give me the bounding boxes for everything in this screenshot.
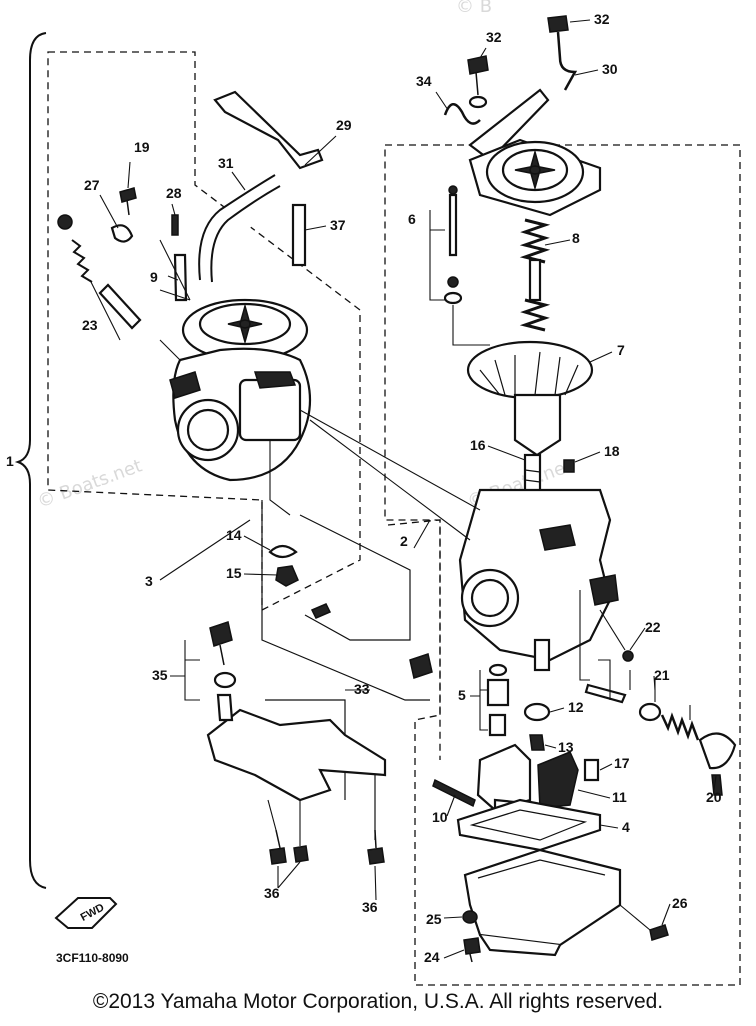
callout-5: 5 [458, 687, 466, 703]
callout-17: 17 [614, 755, 630, 771]
needle-6 [448, 193, 458, 257]
screw-18 [563, 459, 575, 473]
callout-23: 23 [82, 317, 98, 333]
callout-36b: 36 [362, 899, 378, 915]
bolt-32b [547, 15, 569, 33]
assembly-bracket [14, 32, 47, 889]
screw-32a [467, 55, 489, 96]
screw-13 [529, 734, 545, 751]
group-outline-sub [387, 519, 441, 760]
bracket-assembly [206, 708, 387, 802]
callout-37: 37 [330, 217, 346, 233]
callout-27: 27 [84, 177, 100, 193]
nut-15 [275, 565, 299, 587]
plunger-23 [98, 283, 142, 330]
cable-30 [556, 31, 578, 91]
callout-33: 33 [354, 681, 370, 697]
screw-36a [269, 829, 287, 865]
group-outline-left-carb [47, 51, 361, 612]
callout-34: 34 [416, 73, 432, 89]
needle-9 [173, 253, 188, 302]
diaphragm-7 [466, 340, 594, 457]
cable-29 [213, 90, 324, 170]
screw-36c [367, 829, 385, 865]
cap-22 [622, 650, 634, 662]
callout-3: 3 [145, 573, 153, 589]
watermark: © B [456, 0, 492, 17]
callout-12: 12 [568, 699, 584, 715]
group-line-33 [261, 500, 430, 701]
callout-30: 30 [602, 61, 618, 77]
callout-24: 24 [424, 949, 440, 965]
callout-19: 19 [134, 139, 150, 155]
callout-28: 28 [166, 185, 182, 201]
screw-36b [293, 845, 309, 863]
exploded-parts-diagram: © Boats.net © Boats.net © B [6, 0, 741, 986]
screw-35 [209, 621, 233, 666]
callout-16: 16 [470, 437, 486, 453]
spring-21 [660, 712, 700, 741]
callout-36a: 36 [264, 885, 280, 901]
spring-33 [409, 653, 433, 679]
callout-2: 2 [400, 533, 408, 549]
watermark: © Boats.net [35, 455, 145, 512]
callout-1: 1 [6, 453, 14, 469]
right-top-cover [468, 138, 602, 217]
leader-lines [99, 19, 717, 959]
callout-4: 4 [622, 819, 630, 835]
callout-32b: 32 [486, 29, 502, 45]
callout-29: 29 [336, 117, 352, 133]
callout-25: 25 [426, 911, 442, 927]
jet-5 [486, 678, 510, 707]
callout-13: 13 [558, 739, 574, 755]
screw-33 [310, 603, 332, 619]
callout-8: 8 [572, 230, 580, 246]
oring-21 [638, 702, 662, 722]
drawing-code: 3CF110-8090 [56, 951, 129, 965]
right-carburetor [458, 488, 619, 672]
washer-14 [268, 544, 298, 559]
callout-31: 31 [218, 155, 234, 171]
spring-8 [519, 218, 551, 332]
washer-12 [523, 702, 551, 722]
callout-10: 10 [432, 809, 448, 825]
callout-14: 14 [226, 527, 242, 543]
screw-28 [171, 214, 179, 236]
jet-17 [583, 758, 600, 782]
left-carburetor [169, 298, 312, 516]
spring-23 [71, 239, 93, 283]
spring-34 [443, 103, 481, 125]
washer-35 [213, 671, 237, 689]
gasket-4 [456, 798, 602, 852]
screw-26 [649, 924, 669, 941]
cover-20 [698, 732, 737, 770]
callout-32a: 32 [594, 11, 610, 27]
callout-22: 22 [645, 619, 661, 635]
callout-21: 21 [654, 667, 670, 683]
clip-27 [110, 224, 134, 243]
callout-11: 11 [612, 789, 627, 805]
callout-6: 6 [408, 211, 416, 227]
group-line-33b [299, 514, 411, 641]
callout-35: 35 [152, 667, 168, 683]
fwd-arrow: FWD [54, 897, 118, 929]
pin-10 [432, 778, 476, 808]
group-outline-right-carb [384, 144, 741, 986]
callout-26: 26 [672, 895, 688, 911]
washer-25 [462, 910, 478, 924]
screw-19 [119, 187, 137, 216]
cap-23 [57, 214, 73, 230]
callout-15: 15 [226, 565, 242, 581]
callout-7: 7 [617, 342, 625, 358]
float-bowl [463, 848, 622, 957]
oring-5 [488, 663, 508, 677]
copyright-footer: ©2013 Yamaha Motor Corporation, U.S.A. A… [92, 990, 664, 1013]
screw-21 [584, 683, 627, 704]
callout-9: 9 [150, 269, 158, 285]
callouts: 1 2 3 4 5 6 7 8 9 10 11 12 13 14 15 16 1… [6, 11, 722, 965]
callout-18: 18 [604, 443, 620, 459]
screw-24 [463, 937, 481, 963]
callout-20: 20 [706, 789, 722, 805]
tube-37 [291, 203, 307, 267]
